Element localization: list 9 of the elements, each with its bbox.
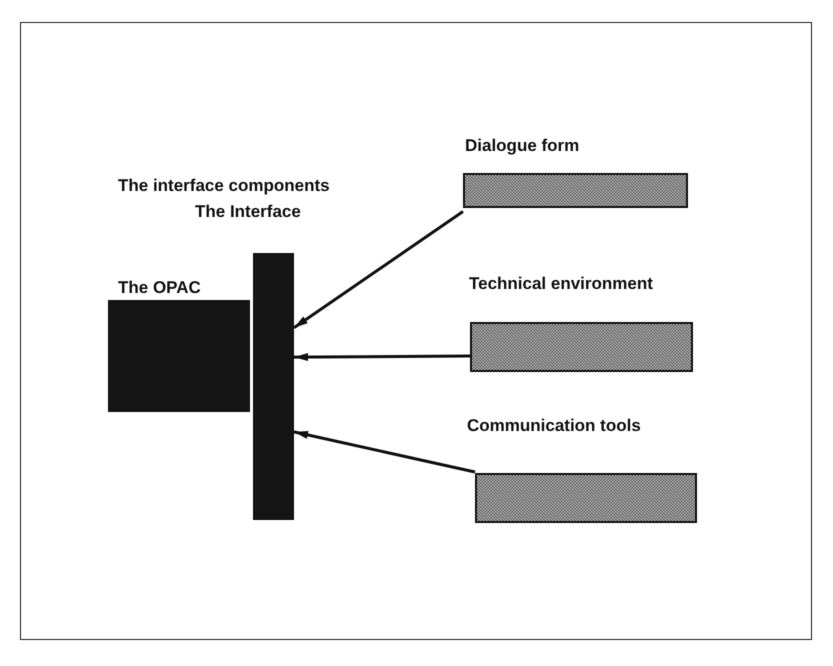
component-heading: The OPAC: [118, 278, 201, 298]
component-heading: Technical environment: [469, 274, 653, 294]
arrow: [293, 210, 464, 329]
component-heading: The Interface: [195, 202, 301, 222]
arrow: [294, 353, 470, 362]
arrow: [294, 430, 476, 474]
component-heading: Communication tools: [467, 416, 641, 436]
component-heading: Dialogue form: [465, 136, 580, 156]
diagram-title: The interface components: [118, 176, 330, 196]
